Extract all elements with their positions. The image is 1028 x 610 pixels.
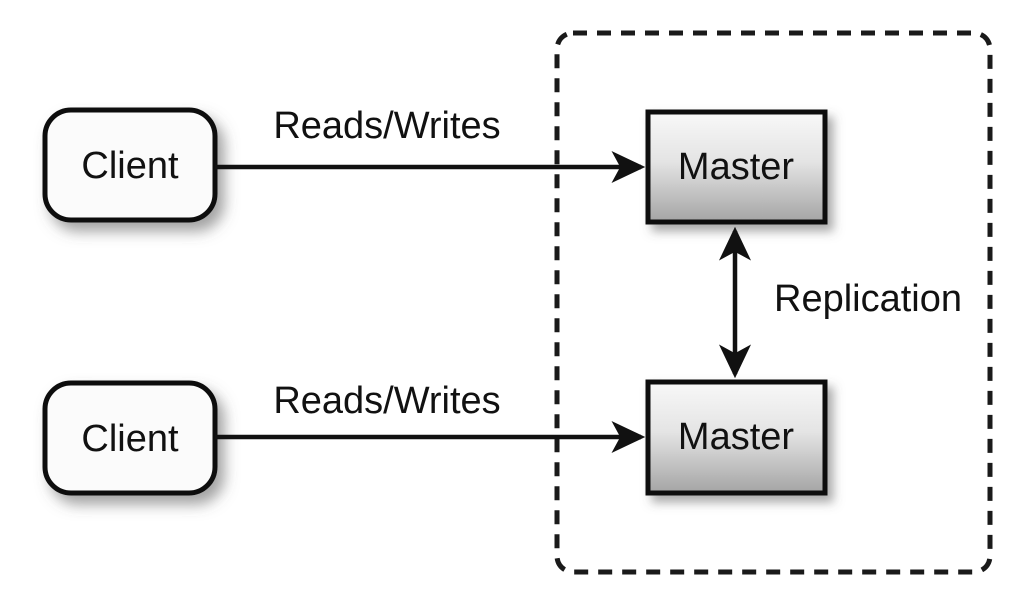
- master-top-shape: [645, 109, 828, 225]
- node-client-top[interactable]: Client: [42, 107, 218, 223]
- edge-replication: Replication: [718, 226, 962, 379]
- node-master-bottom[interactable]: Master: [645, 379, 828, 496]
- master-bottom-label: Master: [678, 416, 794, 458]
- edge-reads-writes-top-label: Reads/Writes: [273, 105, 500, 147]
- master-top-label: Master: [678, 146, 794, 188]
- node-master-top[interactable]: Master: [645, 109, 828, 225]
- edge-reads-writes-bottom-label: Reads/Writes: [273, 380, 500, 422]
- node-client-bottom[interactable]: Client: [42, 380, 218, 496]
- replication-cluster-boundary: [554, 30, 993, 575]
- client-top-label: Client: [81, 145, 179, 187]
- master-bottom-shape: [645, 379, 828, 496]
- edge-replication-label: Replication: [774, 278, 962, 320]
- edge-reads-writes-bottom: Reads/Writes: [215, 380, 646, 454]
- edge-reads-writes-top: Reads/Writes: [215, 105, 646, 184]
- client-bottom-label: Client: [81, 418, 179, 460]
